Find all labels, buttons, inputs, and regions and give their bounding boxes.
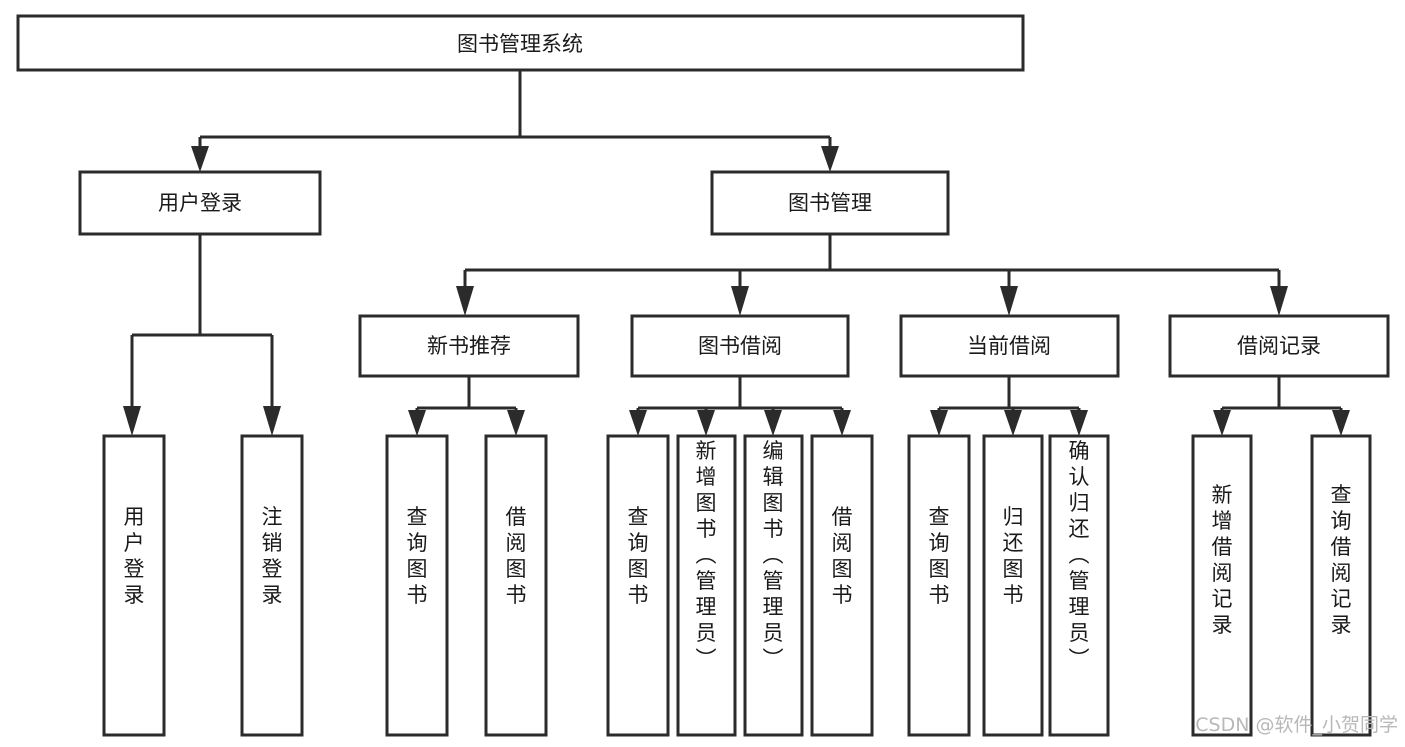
node-user-login-label: 用户登录 [158,191,242,215]
node-leaf-user-logout-label: 注销登录 [262,505,283,607]
node-book-borrow-label: 图书借阅 [698,334,782,358]
node-leaf-confirm-return-admin-label: 确认归还︵管理员︶ [1069,439,1090,671]
node-current-borrow[interactable]: 当前借阅 [899,314,1120,378]
node-leaf-return-book-label: 归还图书 [1003,505,1024,607]
node-leaf-return-book-box[interactable] [982,434,1044,737]
node-book-borrow[interactable]: 图书借阅 [630,314,850,378]
node-book-manage-label: 图书管理 [788,191,872,215]
connector-layer [123,70,1350,436]
node-leaf-query-borrow-record-box[interactable] [1310,434,1372,737]
node-leaf-query-book-current-label: 查询图书 [929,505,950,607]
node-leaf-user-login-label: 用户登录 [124,505,145,607]
node-borrow-record[interactable]: 借阅记录 [1168,314,1390,378]
node-current-borrow-box[interactable] [899,314,1120,378]
node-user-login[interactable]: 用户登录 [78,170,322,236]
arrowhead-query-book-recommend [408,410,426,436]
arrowhead-leaf-user-login [123,406,141,436]
node-leaf-user-logout[interactable]: 注销登录 [240,434,304,737]
arrowhead-return-book [1004,410,1022,436]
node-leaf-add-borrow-record-box[interactable] [1191,434,1253,737]
node-leaf-borrow-book-recommend[interactable]: 借阅图书 [484,434,548,737]
node-new-book-recommend[interactable]: 新书推荐 [358,314,580,378]
node-leaf-query-borrow-record-label: 查询借阅记录 [1331,483,1352,637]
arrowhead-query-borrow-record [1332,410,1350,436]
node-leaf-user-logout-box[interactable] [240,434,304,737]
node-leaf-query-book-recommend-label: 查询图书 [407,505,428,607]
node-book-borrow-box[interactable] [630,314,850,378]
node-leaf-add-book-admin-label: 新增图书︵管理员︶ [696,439,717,671]
node-leaf-edit-book-admin-box[interactable] [743,434,804,737]
node-leaf-borrow-book-recommend-label: 借阅图书 [506,505,527,607]
node-leaf-edit-book-admin[interactable]: 编辑图书︵管理员︶ [743,434,804,737]
node-root-box[interactable] [16,14,1025,72]
arrowhead-book-manage [821,146,839,172]
node-leaf-borrow-book-box[interactable] [810,434,874,737]
arrowhead-book-borrow [731,286,749,316]
node-current-borrow-label: 当前借阅 [967,334,1051,358]
node-leaf-query-book-recommend-box[interactable] [385,434,449,737]
arrowhead-query-book-borrow [629,410,647,436]
node-root[interactable]: 图书管理系统 [16,14,1025,72]
arrowhead-borrow-book-recommend [507,410,525,436]
arrowhead-leaf-user-logout [263,406,281,436]
node-leaf-user-login-box[interactable] [102,434,166,737]
node-leaf-add-book-admin[interactable]: 新增图书︵管理员︶ [676,434,737,737]
node-borrow-record-label: 借阅记录 [1237,334,1321,358]
arrowhead-user-login [191,146,209,172]
node-leaf-edit-book-admin-label: 编辑图书︵管理员︶ [763,439,784,671]
node-leaf-add-borrow-record[interactable]: 新增借阅记录 [1191,434,1253,737]
node-leaf-borrow-book-recommend-box[interactable] [484,434,548,737]
arrowhead-borrow-record [1270,286,1288,316]
node-leaf-add-book-admin-box[interactable] [676,434,737,737]
node-leaf-query-book-current[interactable]: 查询图书 [907,434,971,737]
node-leaf-borrow-book-label: 借阅图书 [832,505,853,607]
arrowhead-query-book-current [930,410,948,436]
arrowhead-add-book-admin [697,410,715,436]
node-leaf-query-book-borrow[interactable]: 查询图书 [606,434,670,737]
node-leaf-confirm-return-admin-box[interactable] [1048,434,1110,737]
arrowhead-confirm-return-admin [1070,410,1088,436]
arrowhead-add-borrow-record [1213,410,1231,436]
node-book-manage-box[interactable] [710,170,950,236]
node-leaf-query-book-borrow-box[interactable] [606,434,670,737]
node-root-label: 图书管理系统 [457,32,583,56]
node-leaf-query-book-current-box[interactable] [907,434,971,737]
node-book-manage[interactable]: 图书管理 [710,170,950,236]
arrowhead-current-borrow [1000,286,1018,316]
node-leaf-query-borrow-record[interactable]: 查询借阅记录 [1310,434,1372,737]
node-leaf-query-book-recommend[interactable]: 查询图书 [385,434,449,737]
node-new-book-recommend-box[interactable] [358,314,580,378]
csdn-watermark: CSDN @软件_小贺同学 [1195,714,1398,736]
node-borrow-record-box[interactable] [1168,314,1390,378]
node-leaf-borrow-book[interactable]: 借阅图书 [810,434,874,737]
node-user-login-box[interactable] [78,170,322,236]
node-leaf-add-borrow-record-label: 新增借阅记录 [1212,483,1233,637]
node-new-book-recommend-label: 新书推荐 [427,334,511,358]
arrowhead-edit-book-admin [764,410,782,436]
arrowhead-new-book-recommend [456,286,474,316]
node-leaf-user-login[interactable]: 用户登录 [102,434,166,737]
arrowhead-borrow-book [833,410,851,436]
node-leaf-query-book-borrow-label: 查询图书 [628,505,649,607]
node-leaf-confirm-return-admin[interactable]: 确认归还︵管理员︶ [1048,434,1110,737]
node-leaf-return-book[interactable]: 归还图书 [982,434,1044,737]
